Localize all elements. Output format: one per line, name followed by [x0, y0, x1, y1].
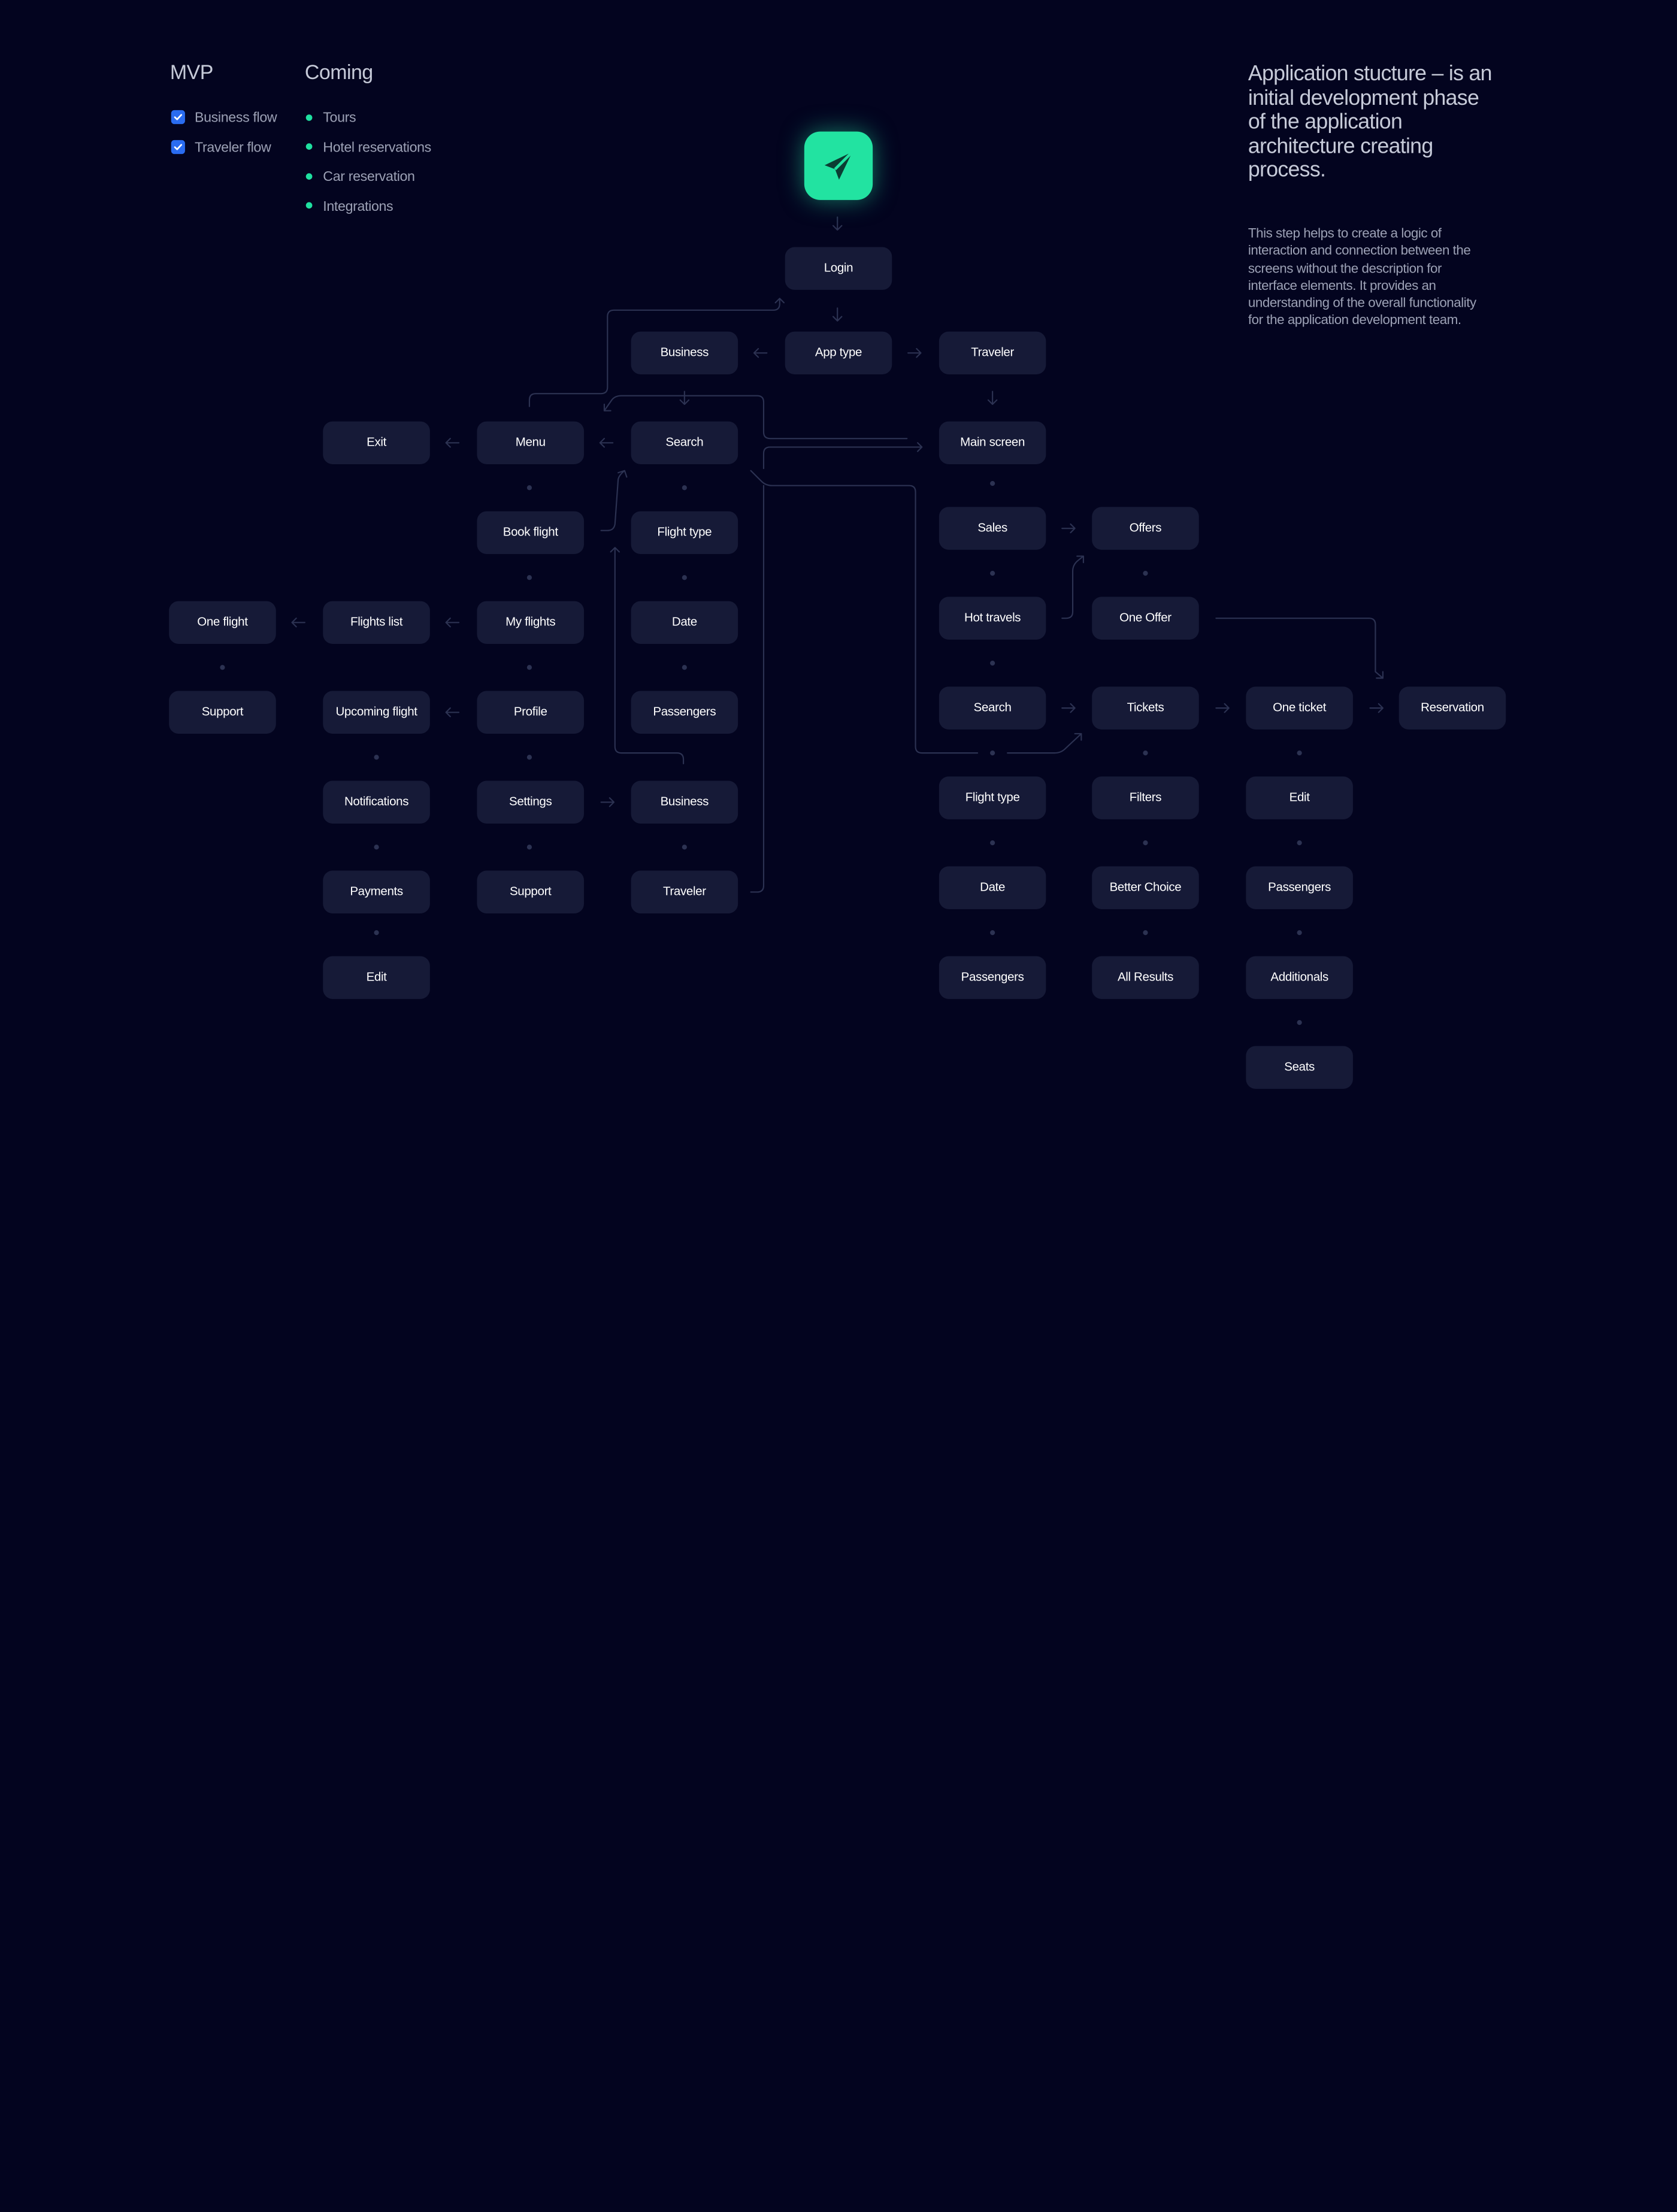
node-support-left[interactable]: Support: [169, 691, 276, 734]
coming-item-label: Integrations: [323, 197, 393, 214]
node-flights-list[interactable]: Flights list: [323, 601, 430, 644]
node-all-results[interactable]: All Results: [1092, 956, 1199, 999]
mvp-item-business-flow[interactable]: Business flow: [171, 102, 277, 132]
green-bullet-icon: [305, 173, 313, 180]
node-traveler-settings[interactable]: Traveler: [631, 870, 738, 913]
node-flight-type-traveler[interactable]: Flight type: [939, 776, 1046, 819]
node-filters[interactable]: Filters: [1092, 776, 1199, 819]
node-seats[interactable]: Seats: [1246, 1046, 1353, 1089]
coming-item-label: Tours: [323, 109, 356, 126]
node-date-traveler[interactable]: Date: [939, 866, 1046, 909]
node-sales[interactable]: Sales: [939, 507, 1046, 550]
node-support-settings[interactable]: Support: [477, 870, 584, 913]
node-offers[interactable]: Offers: [1092, 507, 1199, 550]
paper-plane-icon: [824, 150, 853, 180]
node-reservation[interactable]: Reservation: [1398, 686, 1506, 730]
connector-lines: [220, 216, 1384, 1025]
node-payments[interactable]: Payments: [323, 870, 430, 913]
mvp-item-label: Business flow: [194, 109, 277, 126]
node-tickets[interactable]: Tickets: [1092, 686, 1199, 730]
node-edit-profile[interactable]: Edit: [323, 956, 430, 999]
green-bullet-icon: [305, 202, 313, 209]
node-additionals[interactable]: Additionals: [1246, 956, 1353, 999]
node-flight-type-business[interactable]: Flight type: [631, 511, 738, 554]
node-settings[interactable]: Settings: [477, 780, 584, 824]
node-better-choice[interactable]: Better Choice: [1092, 866, 1199, 909]
node-hot-travels[interactable]: Hot travels: [939, 597, 1046, 640]
coming-item-car-reservation: Car reservation: [305, 162, 431, 191]
node-upcoming-flight[interactable]: Upcoming flight: [323, 691, 430, 734]
node-one-offer[interactable]: One Offer: [1092, 597, 1199, 640]
app-icon[interactable]: [804, 131, 873, 200]
node-business-settings[interactable]: Business: [631, 780, 738, 824]
node-edit-ticket[interactable]: Edit: [1246, 776, 1353, 819]
info-heading: Application stucture – is an initial dev…: [1248, 62, 1493, 182]
node-my-flights[interactable]: My flights: [477, 601, 584, 644]
coming-list: Tours Hotel reservations Car reservation…: [305, 102, 431, 220]
node-date-business[interactable]: Date: [631, 601, 738, 644]
node-search-business[interactable]: Search: [631, 421, 738, 464]
node-profile[interactable]: Profile: [477, 691, 584, 734]
node-exit[interactable]: Exit: [323, 421, 430, 464]
node-passengers-ticket[interactable]: Passengers: [1246, 866, 1353, 909]
coming-title: Coming: [304, 62, 373, 85]
green-bullet-icon: [305, 143, 313, 150]
coming-item-integrations: Integrations: [305, 191, 431, 220]
node-passengers-business[interactable]: Passengers: [631, 691, 738, 734]
node-one-ticket[interactable]: One ticket: [1246, 686, 1353, 730]
node-notifications[interactable]: Notifications: [323, 780, 430, 824]
node-one-flight[interactable]: One flight: [169, 601, 276, 644]
node-menu[interactable]: Menu: [477, 421, 584, 464]
node-main-screen[interactable]: Main screen: [939, 421, 1046, 464]
node-search-traveler[interactable]: Search: [939, 686, 1046, 730]
node-traveler[interactable]: Traveler: [939, 331, 1046, 374]
coming-item-hotel-reservations: Hotel reservations: [305, 132, 431, 162]
green-bullet-icon: [305, 114, 313, 121]
mvp-title: MVP: [169, 62, 213, 85]
info-body: This step helps to create a logic of int…: [1248, 225, 1476, 328]
node-business[interactable]: Business: [631, 331, 738, 374]
node-login[interactable]: Login: [785, 247, 892, 290]
node-app-type[interactable]: App type: [785, 331, 892, 374]
mvp-item-traveler-flow[interactable]: Traveler flow: [171, 132, 277, 162]
node-book-flight[interactable]: Book flight: [477, 511, 584, 554]
checkbox-checked-icon[interactable]: [171, 140, 185, 154]
coming-item-label: Hotel reservations: [323, 138, 431, 155]
coming-item-label: Car reservation: [323, 168, 415, 184]
mvp-item-label: Traveler flow: [194, 138, 271, 155]
mvp-list: Business flow Traveler flow: [171, 102, 277, 161]
coming-item-tours: Tours: [305, 102, 431, 132]
node-passengers-traveler[interactable]: Passengers: [939, 956, 1046, 999]
checkbox-checked-icon[interactable]: [171, 110, 185, 125]
